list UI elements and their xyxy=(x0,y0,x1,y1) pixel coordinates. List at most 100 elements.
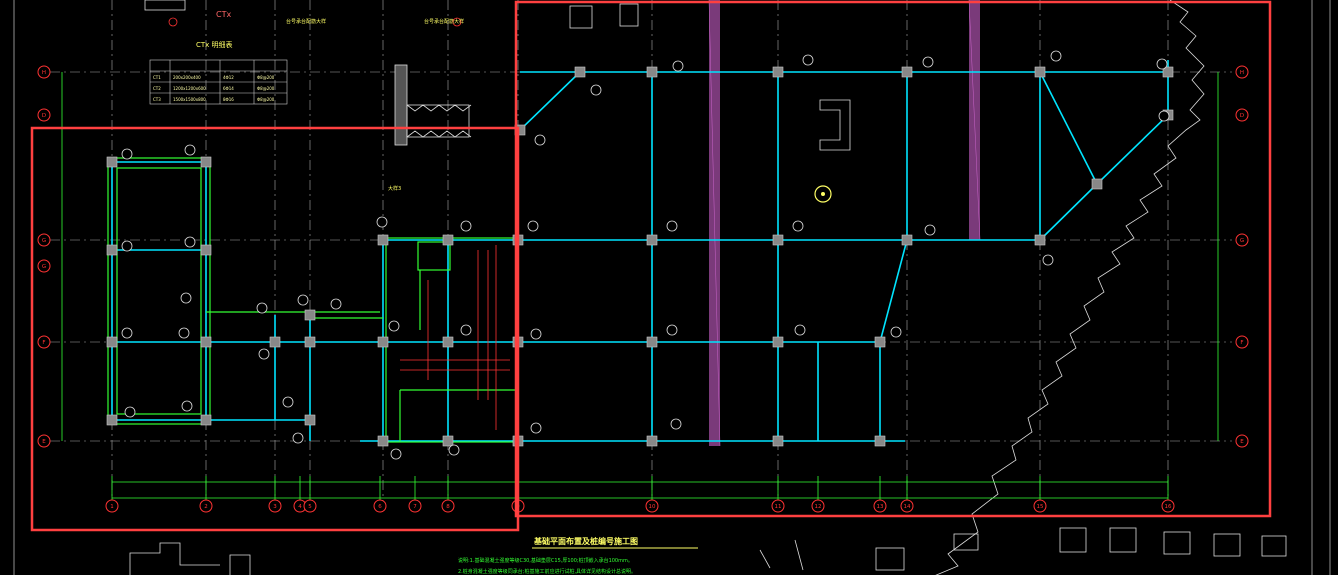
axis-bubble-bottom-14[interactable]: 14 xyxy=(900,499,914,513)
node-tag-3 xyxy=(184,236,196,248)
axis-bubble-bottom-2[interactable]: 2 xyxy=(199,499,213,513)
axis-bubble-bottom-8[interactable]: 8 xyxy=(441,499,455,513)
node-tag-34 xyxy=(1050,50,1062,62)
axis-bubble-bottom-15[interactable]: 15 xyxy=(1033,499,1047,513)
detail-label: 大样3 xyxy=(388,185,401,192)
axis-bubble-right-G[interactable]: G xyxy=(1235,233,1249,247)
column-34 xyxy=(106,156,118,168)
axis-bubble-right-F[interactable]: F xyxy=(1235,335,1249,349)
column-3 xyxy=(901,66,913,78)
node-tag-5 xyxy=(121,327,133,339)
axis-bubble-right-D[interactable]: D xyxy=(1235,108,1249,122)
axis-bubble-left-G-2[interactable]: G xyxy=(37,259,51,273)
svg-text:3: 3 xyxy=(273,504,277,510)
svg-text:2: 2 xyxy=(204,504,208,510)
columns xyxy=(106,66,1174,447)
frame-lines xyxy=(13,0,1331,575)
node-tag-30 xyxy=(590,84,602,96)
column-18 xyxy=(304,336,316,348)
node-tag-32 xyxy=(802,54,814,66)
node-tag-16 xyxy=(666,220,678,232)
svg-text:13: 13 xyxy=(877,504,884,510)
node-tag-1 xyxy=(184,144,196,156)
axis-bubble-left-H[interactable]: H xyxy=(37,65,51,79)
column-36 xyxy=(106,244,118,256)
column-9 xyxy=(442,234,454,246)
highlight-box-left[interactable] xyxy=(30,126,520,532)
svg-text:12: 12 xyxy=(815,504,822,510)
axis-bubble-left-E[interactable]: E xyxy=(37,434,51,448)
axis-bubble-bottom-5[interactable]: 5 xyxy=(303,499,317,513)
axis-bubble-bottom-6[interactable]: 6 xyxy=(373,499,387,513)
column-17 xyxy=(269,336,281,348)
svg-text:H: H xyxy=(1240,70,1244,76)
axis-bubble-bottom-3[interactable]: 3 xyxy=(268,499,282,513)
table-cell-1-0: CT2 xyxy=(153,86,161,91)
column-33 xyxy=(304,414,316,426)
column-15 xyxy=(106,336,118,348)
node-tag-11 xyxy=(282,396,294,408)
table-cell-1-3: Φ8@200 xyxy=(257,86,275,91)
column-7 xyxy=(1091,178,1103,190)
note-line-2: 2.桩身混凝土强度等级同承台;桩基施工前应进行试桩,具体详见结构设计总说明。 xyxy=(458,568,636,575)
table-cell-0-1: 200x200x400 xyxy=(173,75,201,80)
node-tag-39 xyxy=(330,298,342,310)
svg-text:8: 8 xyxy=(446,504,450,510)
axis-bubble-bottom-10[interactable]: 10 xyxy=(645,499,659,513)
svg-text:D: D xyxy=(1240,113,1244,119)
node-tag-14 xyxy=(460,220,472,232)
detail-title-2: 台号承台配筋大样 xyxy=(424,18,464,25)
section-marker xyxy=(814,185,832,203)
node-tag-37 xyxy=(534,134,546,146)
table-cell-0-3: Φ8@200 xyxy=(257,75,275,80)
axis-bubble-bottom-16[interactable]: 16 xyxy=(1161,499,1175,513)
column-16 xyxy=(200,336,212,348)
axis-bubble-left-G[interactable]: G xyxy=(37,233,51,247)
axis-bubble-bottom-1[interactable]: 1 xyxy=(105,499,119,513)
column-2 xyxy=(772,66,784,78)
node-tag-7 xyxy=(256,302,268,314)
node-tag-25 xyxy=(460,324,472,336)
node-tag-28 xyxy=(390,448,402,460)
column-8 xyxy=(377,234,389,246)
axis-bubble-left-F[interactable]: F xyxy=(37,335,51,349)
column-4 xyxy=(1034,66,1046,78)
node-tag-31 xyxy=(672,60,684,72)
highlight-box-right[interactable] xyxy=(514,0,1272,518)
svg-text:16: 16 xyxy=(1165,504,1172,510)
column-1 xyxy=(646,66,658,78)
node-tag-20 xyxy=(530,328,542,340)
top-detail-marks xyxy=(144,0,851,151)
node-tag-38 xyxy=(297,294,309,306)
svg-text:10: 10 xyxy=(649,504,656,510)
table-title: CTx 明细表 xyxy=(196,40,233,49)
svg-text:15: 15 xyxy=(1037,504,1044,510)
column-11 xyxy=(646,234,658,246)
ct-table xyxy=(149,59,288,105)
legend-title: CTx xyxy=(216,10,231,19)
axis-bubble-bottom-13[interactable]: 13 xyxy=(873,499,887,513)
drawing-title: 基础平面布置及桩编号施工图 xyxy=(533,536,638,546)
column-13 xyxy=(901,234,913,246)
svg-text:G: G xyxy=(42,238,46,244)
axis-bubble-right-H[interactable]: H xyxy=(1235,65,1249,79)
axis-bubble-bottom-7[interactable]: 7 xyxy=(408,499,422,513)
node-tag-8 xyxy=(258,348,270,360)
table-cell-0-2: 4Φ12 xyxy=(223,75,234,80)
axis-bubble-bottom-12[interactable]: 12 xyxy=(811,499,825,513)
svg-text:H: H xyxy=(42,70,46,76)
node-tag-35 xyxy=(1156,58,1168,70)
hatched-bands xyxy=(708,0,981,447)
axis-bubble-bottom-11[interactable]: 11 xyxy=(771,499,785,513)
table-cell-2-1: 1500x1500x800 xyxy=(173,97,206,102)
svg-text:G: G xyxy=(1240,238,1244,244)
node-tag-23 xyxy=(890,326,902,338)
axis-bubble-left-D[interactable]: D xyxy=(37,108,51,122)
column-12 xyxy=(772,234,784,246)
column-28 xyxy=(442,435,454,447)
axis-bubble-right-E[interactable]: E xyxy=(1235,434,1249,448)
node-tag-17 xyxy=(792,220,804,232)
column-14 xyxy=(1034,234,1046,246)
